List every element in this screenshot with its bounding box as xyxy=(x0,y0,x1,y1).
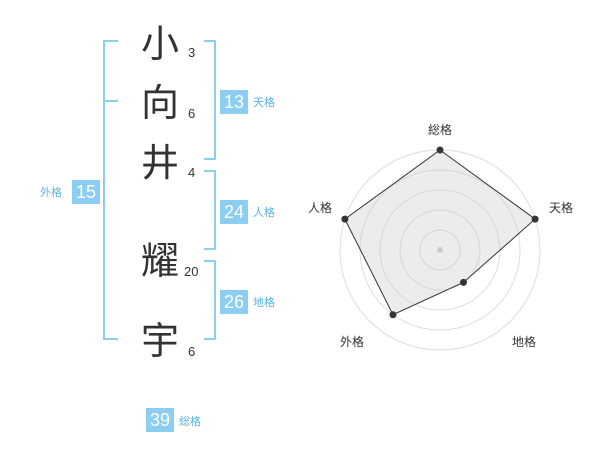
chikaku-bracket-bottom xyxy=(204,338,216,340)
stroke-count-1: 3 xyxy=(188,45,196,60)
radar-point-5 xyxy=(341,215,349,223)
jinkaku-bracket-top xyxy=(204,170,216,172)
soukaku-label: 総格 xyxy=(179,415,201,428)
stroke-count-4: 20 xyxy=(184,264,199,279)
gaikaku-bracket-top xyxy=(103,40,118,42)
radar-label-gaikaku: 外格 xyxy=(340,335,365,349)
chikaku-bracket-top xyxy=(204,260,216,262)
chikaku-value: 26 xyxy=(220,290,248,314)
radar-point-2 xyxy=(531,215,539,223)
name-char-4: 耀 xyxy=(141,239,180,283)
gaikaku-bracket xyxy=(103,40,105,340)
jinkaku-value: 24 xyxy=(220,200,248,224)
radar-label-soukaku: 総格 xyxy=(428,123,453,137)
name-char-2: 向 xyxy=(141,81,180,125)
jinkaku-bracket-bottom xyxy=(204,248,216,250)
gaikaku-value: 15 xyxy=(72,180,100,204)
jinkaku-bracket xyxy=(214,170,216,250)
gaikaku-label: 外格 xyxy=(40,186,62,199)
radar-label-tenkaku: 天格 xyxy=(549,201,574,215)
chikaku-label: 地格 xyxy=(253,296,275,309)
radar-point-3 xyxy=(460,278,468,286)
tenkaku-bracket-top xyxy=(204,40,216,42)
radar-label-jinkaku: 人格 xyxy=(308,201,333,215)
chikaku-bracket xyxy=(214,260,216,340)
stroke-count-2: 6 xyxy=(188,106,196,121)
name-char-1: 小 xyxy=(141,22,180,66)
soukaku-value: 39 xyxy=(146,408,174,432)
gaikaku-bracket-bottom xyxy=(103,338,118,340)
tenkaku-bracket-bottom xyxy=(204,158,216,160)
radar-center-dot xyxy=(437,247,443,253)
radar-label-chikaku: 地格 xyxy=(512,335,537,349)
tenkaku-label: 天格 xyxy=(253,96,275,109)
radar-series-polygon xyxy=(344,149,536,316)
radar-point-1 xyxy=(436,146,444,154)
tenkaku-bracket xyxy=(214,40,216,160)
stroke-count-3: 4 xyxy=(188,165,196,180)
name-char-5: 宇 xyxy=(141,319,180,363)
jinkaku-label: 人格 xyxy=(253,206,275,219)
radar-ring-1 xyxy=(419,229,461,271)
stroke-count-5: 6 xyxy=(188,344,196,359)
tenkaku-value: 13 xyxy=(220,90,248,114)
radar-point-4 xyxy=(389,311,397,319)
gaikaku-bracket-mid xyxy=(103,100,118,102)
radar-ring-2 xyxy=(399,209,481,291)
name-char-3: 井 xyxy=(141,141,180,185)
